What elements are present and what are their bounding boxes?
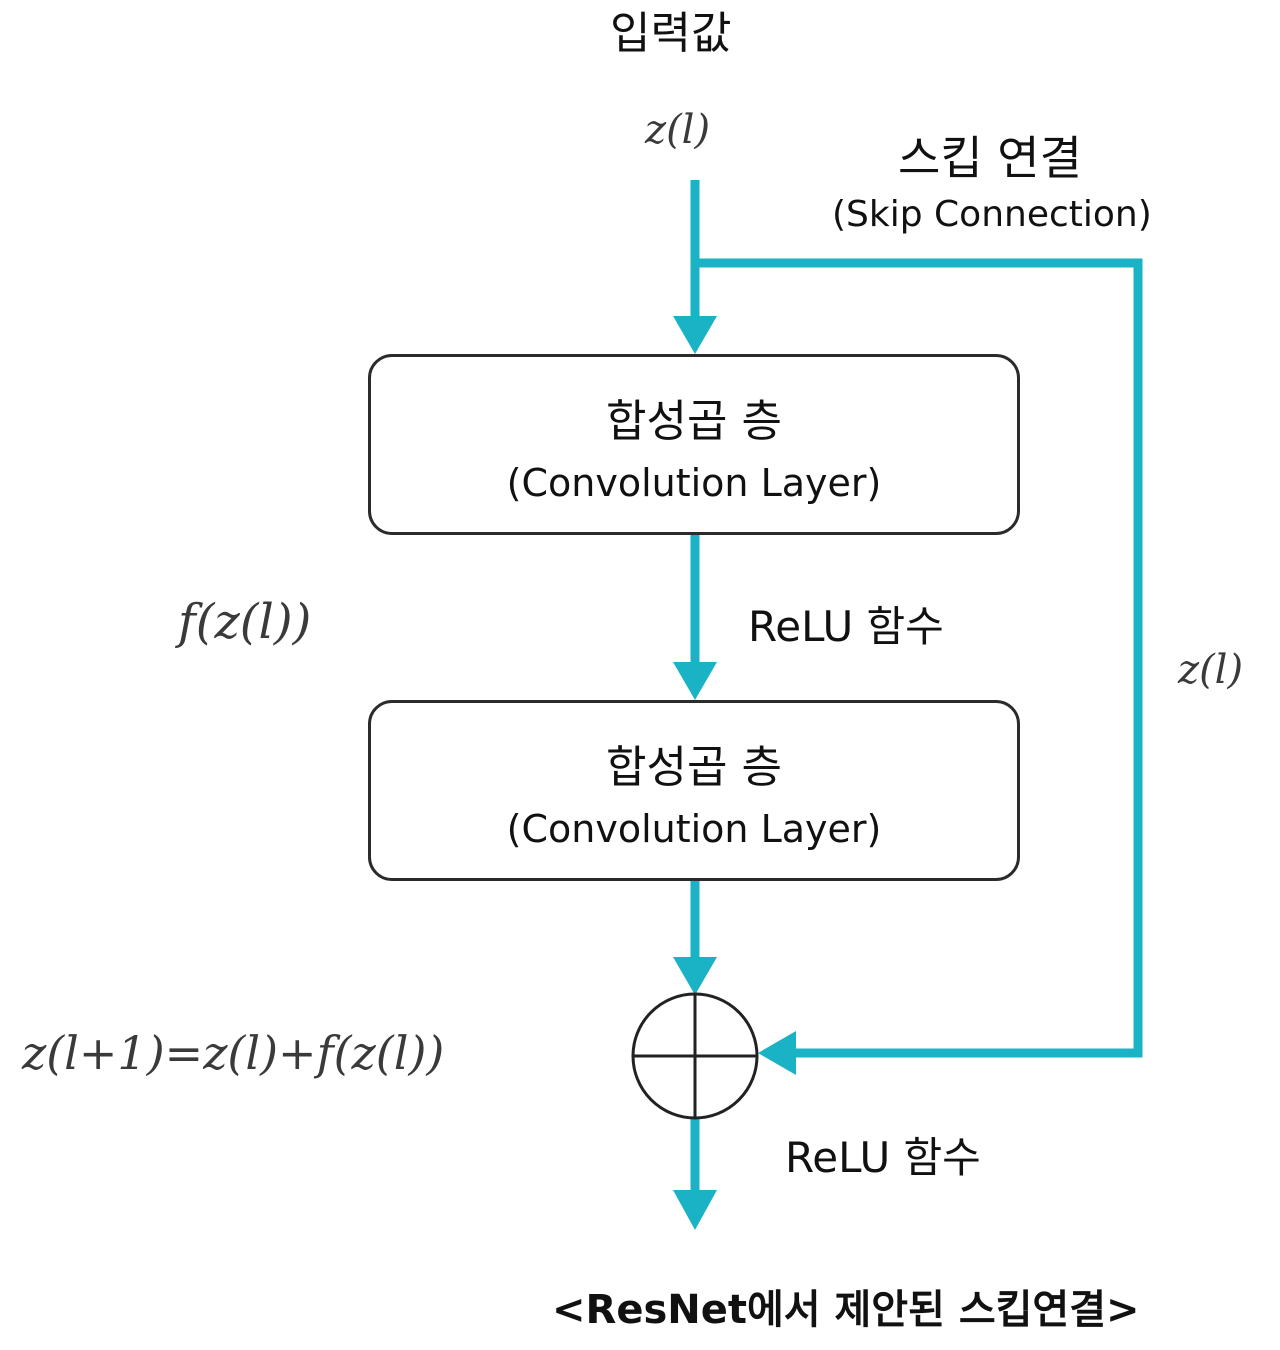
input-variable: z(l): [645, 107, 711, 153]
input-arrowhead: [673, 316, 717, 354]
sum-input-arrowhead: [673, 957, 717, 995]
output-arrowhead: [673, 1190, 717, 1230]
flow-arrows: [690, 180, 1143, 1198]
layer-1-title: 합성곱 층: [606, 395, 782, 447]
figure-caption: <ResNet에서 제안된 스킵연결>: [552, 1287, 1140, 1333]
f-formula: f(z(l)): [178, 594, 312, 650]
skip-connection-line: [695, 258, 1143, 1058]
skip-variable: z(l): [1178, 647, 1244, 693]
input-label: 입력값: [610, 8, 732, 59]
skip-connection-title: 스킵 연결: [898, 131, 1082, 185]
residual-formula: z(l+1)=z(l)+f(z(l)): [22, 1026, 445, 1080]
relu-label-1: ReLU 함수: [748, 602, 944, 651]
layer-1-subtitle: (Convolution Layer): [506, 460, 882, 505]
skip-connection-subtitle: (Skip Connection): [832, 194, 1152, 235]
addition-node: [631, 992, 759, 1120]
layer-2-title: 합성곱 층: [606, 741, 782, 793]
arrowheads: [673, 316, 796, 1230]
relu-arrowhead: [673, 662, 717, 700]
convolution-layer-1: 합성곱 층 (Convolution Layer): [368, 354, 1020, 535]
skip-arrowhead: [758, 1031, 796, 1075]
relu-label-2: ReLU 함수: [785, 1133, 981, 1182]
convolution-layer-2: 합성곱 층 (Convolution Layer): [368, 700, 1020, 881]
layer-2-subtitle: (Convolution Layer): [506, 806, 882, 851]
